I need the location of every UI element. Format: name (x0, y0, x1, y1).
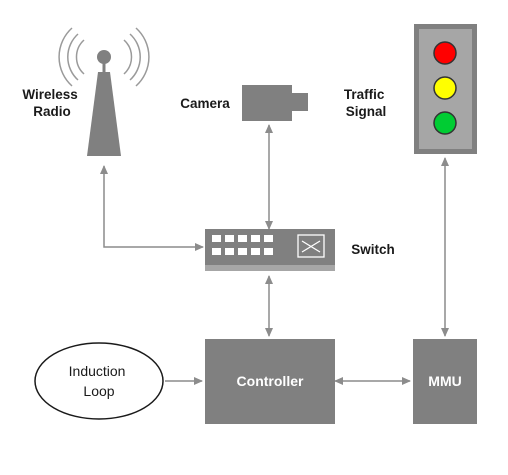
traffic-signal-label: Traffic Signal (344, 87, 388, 119)
mmu-label: MMU (428, 373, 461, 389)
red-light-icon (433, 41, 457, 65)
switch-label: Switch (351, 242, 395, 257)
induction-loop-ellipse (34, 342, 164, 420)
connector-radio-switch (100, 165, 204, 251)
green-light-icon (433, 111, 457, 135)
controller-label: Controller (237, 373, 304, 389)
network-switch-icon (205, 229, 335, 271)
controller-box (205, 339, 335, 424)
induction-loop-label: Induction Loop (69, 363, 130, 399)
wireless-radio-label: Wireless Radio (22, 87, 81, 119)
traffic-light-icon (414, 24, 477, 154)
connectors (100, 124, 449, 385)
camera-icon (242, 85, 308, 121)
radio-tower-icon (58, 27, 150, 156)
mmu-box (413, 339, 477, 424)
camera-label: Camera (180, 96, 230, 111)
yellow-light-icon (433, 76, 457, 100)
